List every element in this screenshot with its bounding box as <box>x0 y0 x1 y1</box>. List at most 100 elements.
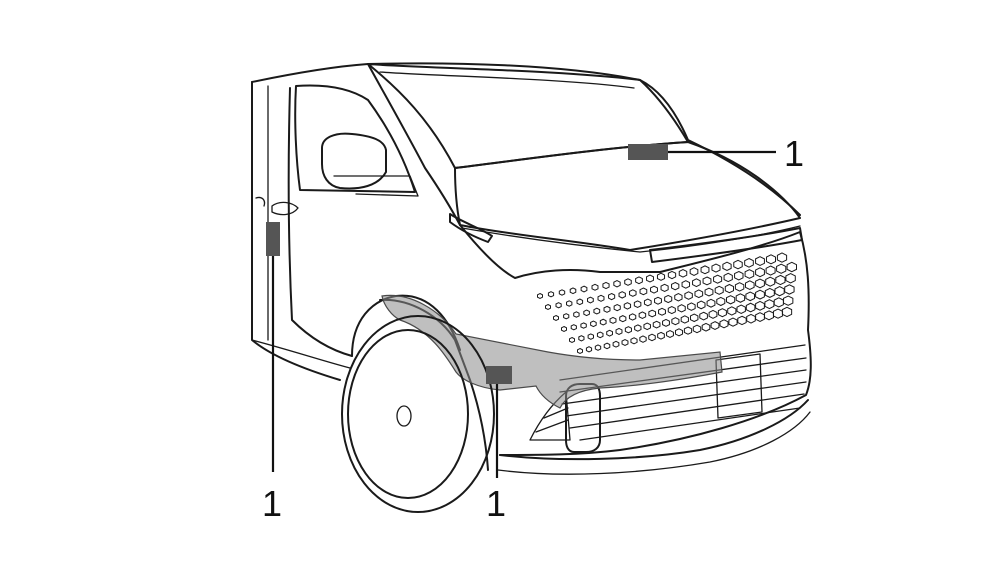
grille-cell <box>619 315 627 323</box>
grille-slat <box>569 393 805 429</box>
grille-cell <box>547 291 555 298</box>
grille-cell <box>681 280 691 289</box>
grille-cell <box>692 278 701 288</box>
grille-cell <box>764 310 774 321</box>
grille-cell <box>603 305 611 313</box>
grille-cell <box>613 280 621 288</box>
grille-cell <box>639 287 648 296</box>
grille-cell <box>706 298 716 308</box>
lower-vent-left-slat <box>535 419 569 433</box>
grille-cell <box>765 276 776 287</box>
grille-cell <box>687 302 696 311</box>
sensor-mark-door <box>266 222 280 256</box>
grille-cell <box>558 289 566 296</box>
grille-cell <box>646 274 654 283</box>
grille-cell <box>621 338 629 347</box>
grille-cell <box>576 298 584 306</box>
grille-cell <box>638 311 647 320</box>
grille-cell <box>577 347 583 355</box>
grille-cell <box>671 317 680 326</box>
grille-cell <box>612 340 620 348</box>
grille-cell <box>744 257 754 268</box>
grille-cell <box>609 316 617 324</box>
grille-cell <box>628 313 637 321</box>
grille-cell <box>624 326 632 334</box>
grille-cell <box>643 322 651 331</box>
grille-cell <box>784 284 795 295</box>
grille-cell <box>630 337 638 345</box>
grille-slat <box>565 381 807 417</box>
grille-cell <box>629 289 637 297</box>
grille-cell <box>569 287 577 295</box>
grille-cell <box>725 295 736 305</box>
grille-cell <box>717 308 727 318</box>
license-plate-area <box>715 353 763 419</box>
tire <box>341 315 495 513</box>
grille-cell <box>680 315 689 324</box>
front-wheel <box>341 315 495 513</box>
lower-bumper-line <box>499 399 809 461</box>
grille-cell <box>692 324 702 334</box>
grille-cell <box>744 269 755 279</box>
grille-cell <box>667 270 677 280</box>
headlight-brow <box>449 213 493 243</box>
grille-cell <box>643 298 652 307</box>
grille-slat <box>561 369 807 405</box>
grille-cell <box>658 307 666 316</box>
grille-pattern <box>537 252 797 355</box>
grille-cell <box>755 312 765 322</box>
grille-cell <box>704 287 714 297</box>
grille-cell <box>786 261 797 273</box>
grille-cell <box>702 276 712 286</box>
grille-slat <box>579 407 801 441</box>
roof-outline <box>251 62 801 216</box>
grille-cell <box>772 308 784 319</box>
grille-cell <box>618 291 626 299</box>
door-handle-recess <box>255 196 266 207</box>
grille-cell <box>545 303 551 311</box>
grille-cell <box>593 307 601 315</box>
grille-cell <box>594 344 602 351</box>
grille-cell <box>606 329 613 337</box>
hood-outline <box>454 141 801 251</box>
grille-cell <box>765 265 776 276</box>
grille-cell <box>666 330 674 339</box>
grille-cell <box>694 289 704 299</box>
grille-cell <box>678 268 688 278</box>
grille-cell <box>744 280 755 291</box>
grille-cell <box>755 267 765 278</box>
grille-cell <box>555 302 562 309</box>
grille-cell <box>755 256 765 267</box>
wheel-hub <box>396 405 412 427</box>
grille-cell <box>708 309 718 319</box>
grille-cell <box>671 281 680 291</box>
grille-cell <box>674 328 684 337</box>
grille-cell <box>585 346 593 353</box>
grille-cell <box>764 299 775 310</box>
grille-cell <box>783 295 794 306</box>
grille-cell <box>677 304 686 313</box>
grille-cell <box>624 278 632 286</box>
grille-cell <box>700 265 710 275</box>
grille-cell <box>553 314 559 322</box>
grille-cell <box>652 320 661 329</box>
upper-grille-bar <box>649 227 803 263</box>
grille-cell <box>608 292 616 301</box>
sensor-zone-bumper <box>381 294 723 409</box>
grille-cell <box>701 322 711 332</box>
grille-cell <box>580 322 587 329</box>
grille-cell <box>639 335 647 343</box>
grille-cell <box>776 252 788 263</box>
grille-cell <box>733 259 743 270</box>
tire-sidewall <box>347 329 469 499</box>
bumper-bottom-line <box>497 411 811 475</box>
grille-cell <box>765 254 777 265</box>
grille-cell <box>633 300 642 308</box>
grille-cell <box>563 313 570 320</box>
grille-cell <box>773 297 784 308</box>
grille-cell <box>745 291 755 302</box>
side-window-frame <box>294 84 416 193</box>
grille-cell <box>689 313 699 323</box>
grille-cell <box>662 318 670 327</box>
callout-label-windshield: 1 <box>784 133 804 174</box>
